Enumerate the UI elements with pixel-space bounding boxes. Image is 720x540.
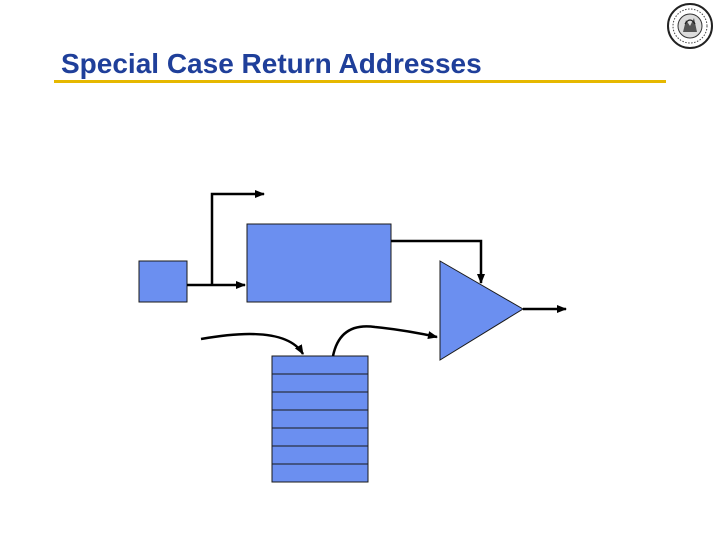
return-address-stack xyxy=(271,355,369,483)
wire-central-to-selector xyxy=(391,239,485,284)
university-seal-icon xyxy=(667,3,713,49)
wire-branch-up xyxy=(210,190,265,285)
wire-push-into-stack xyxy=(200,332,305,355)
small-register-block xyxy=(138,260,188,303)
central-block xyxy=(246,223,392,303)
stack-dividers xyxy=(272,373,368,465)
page-title: Special Case Return Addresses xyxy=(61,48,482,79)
stack-frame xyxy=(271,355,369,483)
selector-triangle xyxy=(439,260,524,361)
wire-pop-to-selector xyxy=(331,325,438,357)
title-underline xyxy=(54,80,666,83)
